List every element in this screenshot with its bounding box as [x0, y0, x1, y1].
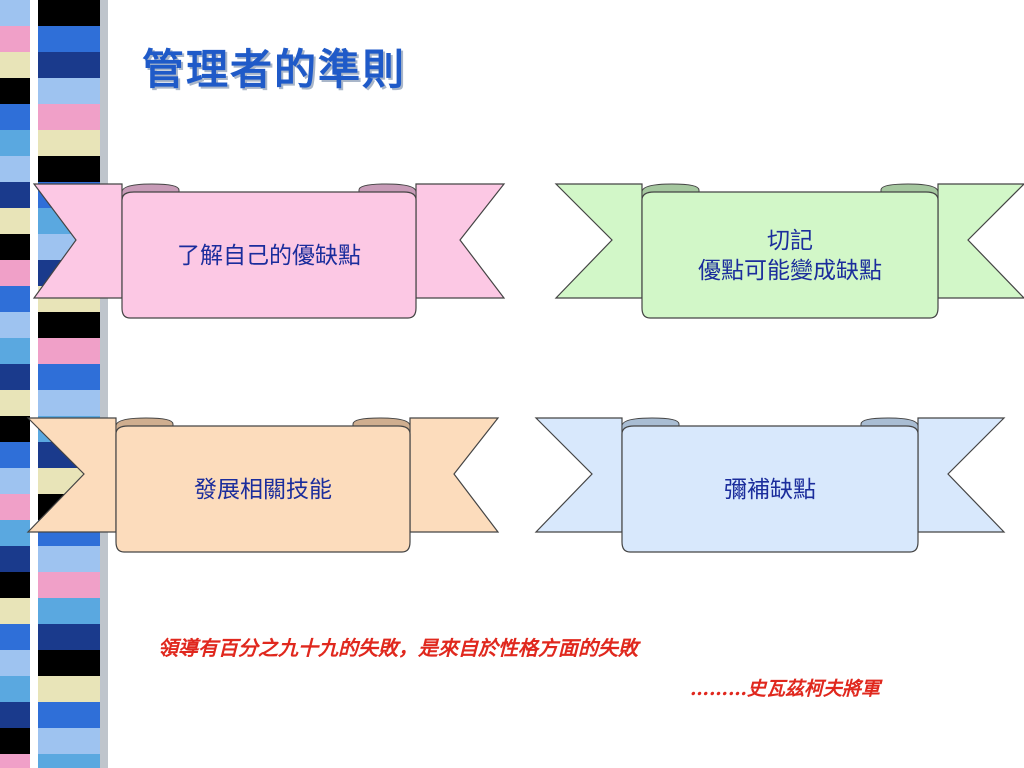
decorative-stripe-bar [0, 0, 118, 768]
ribbon-tail-left [32, 183, 123, 299]
stripe-block [38, 728, 100, 754]
stripe-block [0, 624, 30, 650]
stripe-block [0, 598, 30, 624]
stripe-block [0, 364, 30, 390]
ribbon-body [621, 425, 919, 553]
stripe-block [0, 312, 30, 338]
ribbon-tail-right [415, 183, 506, 299]
banner-develop-skills: 發展相關技能 [26, 414, 500, 554]
stripe-block [0, 728, 30, 754]
stripe-block [38, 546, 100, 572]
banner-label-line1: 切記 [767, 228, 813, 254]
stripe-block [38, 390, 100, 416]
stripe-block [0, 650, 30, 676]
stripe-block [0, 78, 30, 104]
quote-text: 領導有百分之九十九的失敗，是來自於性格方面的失敗 [158, 636, 638, 660]
stripe-block [0, 572, 30, 598]
stripe-block [38, 598, 100, 624]
banner-label: 發展相關技能 [194, 477, 332, 503]
stripe-block [0, 26, 30, 52]
stripe-block [0, 468, 30, 494]
page-title: 管理者的準則 [142, 45, 407, 94]
ribbon-shape [534, 417, 1006, 553]
banner-label-line2: 優點可能變成缺點 [698, 258, 882, 284]
stripe-block [38, 754, 100, 768]
ribbon-tail-left [26, 417, 117, 533]
ribbon-tail-right [409, 417, 500, 533]
ribbon-body [641, 191, 939, 319]
ribbon-body [115, 425, 411, 553]
quote-attribution: ………史瓦茲柯夫將軍 [690, 678, 881, 700]
stripe-block [38, 624, 100, 650]
stripe-block [0, 260, 30, 286]
stripe-block [38, 312, 100, 338]
stripe-block [38, 130, 100, 156]
ribbon-shape [32, 183, 506, 319]
banner-compensate-weakness: 彌補缺點 [534, 414, 1006, 554]
stripe-block [0, 104, 30, 130]
stripe-block [0, 702, 30, 728]
banner-label: 彌補缺點 [724, 477, 816, 503]
ribbon-tail-left [534, 417, 623, 533]
stripe-block [0, 52, 30, 78]
banner-label: 了解自己的優缺點 [177, 243, 361, 269]
stripe-block [38, 676, 100, 702]
stripe-shadow [100, 0, 108, 768]
stripe-block [0, 0, 30, 26]
stripe-block [0, 208, 30, 234]
stripe-block [38, 104, 100, 130]
stripe-block [0, 182, 30, 208]
stripe-block [38, 52, 100, 78]
stripe-block [0, 338, 30, 364]
ribbon-body [121, 191, 417, 319]
stripe-block [0, 754, 30, 768]
ribbon-tail-right [937, 183, 1024, 299]
stripe-block [38, 338, 100, 364]
stripe-block [38, 0, 100, 26]
stripe-block [0, 546, 30, 572]
stripe-block [0, 130, 30, 156]
banner-remember: 切記 優點可能變成缺點 [554, 180, 1024, 320]
stripe-block [0, 442, 30, 468]
stripe-block [0, 156, 30, 182]
stripe-block [0, 390, 30, 416]
stripe-block [0, 676, 30, 702]
ribbon-tail-right [917, 417, 1006, 533]
stripe-block [38, 26, 100, 52]
stripe-block [38, 156, 100, 182]
stripe-block [0, 416, 30, 442]
banner-label-group: 切記 優點可能變成缺點 [642, 196, 938, 316]
stripe-block [0, 286, 30, 312]
banner-know-yourself: 了解自己的優缺點 [32, 180, 506, 320]
ribbon-shape [554, 183, 1024, 319]
stripe-block [38, 364, 100, 390]
stripe-block [38, 650, 100, 676]
stripe-block [0, 494, 30, 520]
ribbon-shape [26, 417, 500, 553]
stripe-block [38, 702, 100, 728]
stripe-block [38, 78, 100, 104]
stripe-block [38, 572, 100, 598]
ribbon-tail-left [554, 183, 643, 299]
stripe-block [0, 520, 30, 546]
stripe-block [0, 234, 30, 260]
